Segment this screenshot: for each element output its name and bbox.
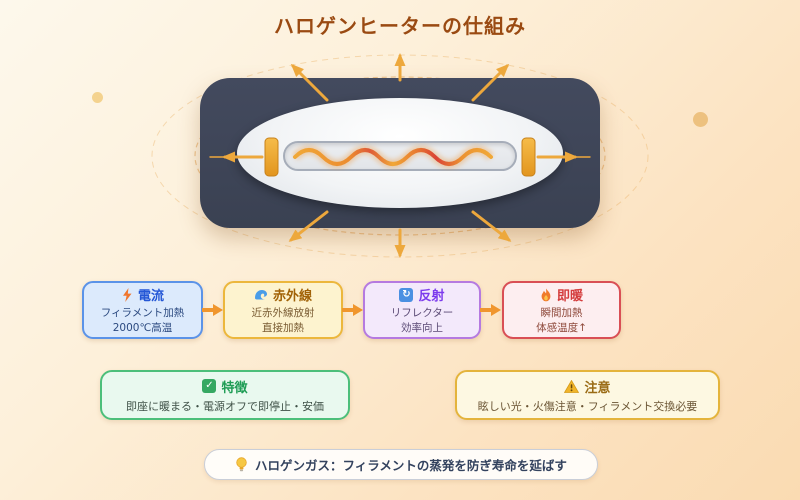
check-icon: ✓: [202, 379, 217, 393]
caution-box: 注意 眩しい光・火傷注意・フィラメント交換必要: [455, 370, 720, 420]
reflect-icon: ↻: [399, 287, 414, 302]
flow-arrow: [480, 304, 501, 316]
step-body: 瞬間加熱 体感温度↑: [536, 307, 587, 334]
feature-box: ✓ 特徴 即座に暖まる・電源オフで即停止・安価: [100, 370, 350, 420]
step-body: 近赤外線放射 直接加熱: [251, 307, 315, 334]
note-text: ハロゲンガス：フィラメントの蒸発を防ぎ寿命を延ばす: [255, 458, 567, 473]
step-title: 即暖: [556, 289, 583, 305]
step-title: 反射: [418, 289, 445, 305]
step-title: 赤外線: [272, 289, 312, 305]
flow-step-current: 電流 フィラメント加熱 2000℃高温: [82, 281, 203, 339]
caution-text: 眩しい光・火傷注意・フィラメント交換必要: [477, 399, 698, 413]
decor-dot: [92, 92, 103, 103]
warning-icon: [564, 379, 580, 393]
filament-wire: [293, 148, 493, 166]
feature-title: 特徴: [221, 380, 248, 396]
caution-title: 注意: [584, 380, 611, 396]
wave-icon: [254, 289, 268, 301]
tube-cap-right: [521, 137, 536, 177]
feature-text: 即座に暖まる・電源オフで即停止・安価: [126, 399, 324, 413]
bulb-icon: [235, 456, 248, 473]
flow-arrow: [342, 304, 363, 316]
tube-cap-left: [264, 137, 279, 177]
flame-icon: [540, 288, 552, 302]
decor-dot: [693, 112, 708, 127]
flow-step-instant-heat: 即暖 瞬間加熱 体感温度↑: [502, 281, 621, 339]
step-title: 電流: [137, 289, 164, 305]
bolt-icon: [121, 287, 133, 302]
flow-step-infrared: 赤外線 近赤外線放射 直接加熱: [223, 281, 343, 339]
flow-step-reflection: ↻ 反射 リフレクター 効率向上: [363, 281, 481, 339]
filament-and-arrows: [209, 53, 591, 258]
flow-arrow: [202, 304, 223, 316]
heater-diagram: [0, 40, 800, 280]
page-title: ハロゲンヒーターの仕組み: [274, 14, 526, 38]
step-body: リフレクター 効率向上: [390, 307, 454, 334]
step-body: フィラメント加熱 2000℃高温: [100, 307, 185, 334]
radiation-arrows: [209, 53, 591, 258]
halogen-gas-note: ハロゲンガス：フィラメントの蒸発を防ぎ寿命を延ばす: [204, 449, 598, 480]
